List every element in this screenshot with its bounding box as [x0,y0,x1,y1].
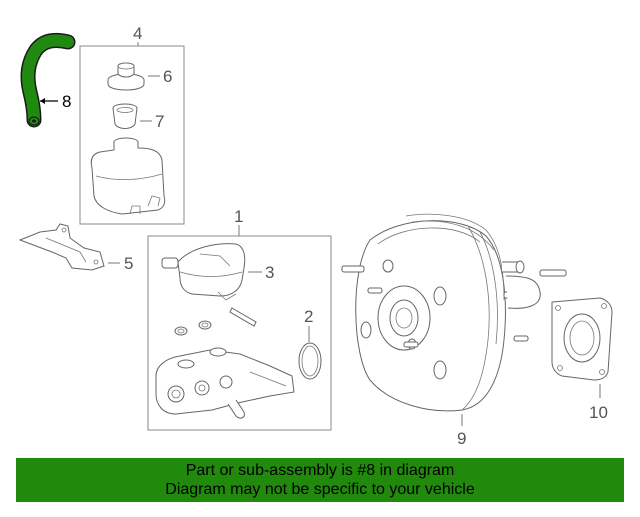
callout-2[interactable]: 2 [304,307,313,326]
callout-3[interactable]: 3 [265,263,274,282]
part-5-bracket[interactable] [18,223,105,271]
part-9-brake-booster[interactable] [341,213,567,412]
info-banner: Part or sub-assembly is #8 in diagram Di… [16,458,624,502]
callout-6[interactable]: 6 [163,67,172,86]
part-6-cap[interactable] [107,62,145,91]
part-8-hose[interactable] [20,32,76,128]
callout-4[interactable]: 4 [133,24,142,43]
arrow-icon [40,98,45,104]
part-seals[interactable] [174,307,257,336]
callout-7[interactable]: 7 [155,112,164,131]
part-master-cylinder[interactable] [155,347,295,419]
callout-5[interactable]: 5 [124,254,133,273]
part-2-o-ring[interactable] [298,342,322,380]
part-7-strainer[interactable] [112,103,138,129]
banner-line-2: Diagram may not be specific to your vehi… [165,481,475,498]
callout-1[interactable]: 1 [234,207,243,226]
callout-8[interactable]: 8 [62,92,71,111]
callout-9[interactable]: 9 [457,429,466,448]
part-10-gasket[interactable] [551,297,613,381]
banner-line-1: Part or sub-assembly is #8 in diagram [185,462,455,479]
callout-10[interactable]: 10 [589,403,608,422]
part-3-reservoir[interactable] [161,243,246,301]
sub-assembly-box-1 [147,235,332,431]
part-4-reservoir[interactable] [90,137,166,215]
sub-assembly-box-4 [79,45,185,225]
